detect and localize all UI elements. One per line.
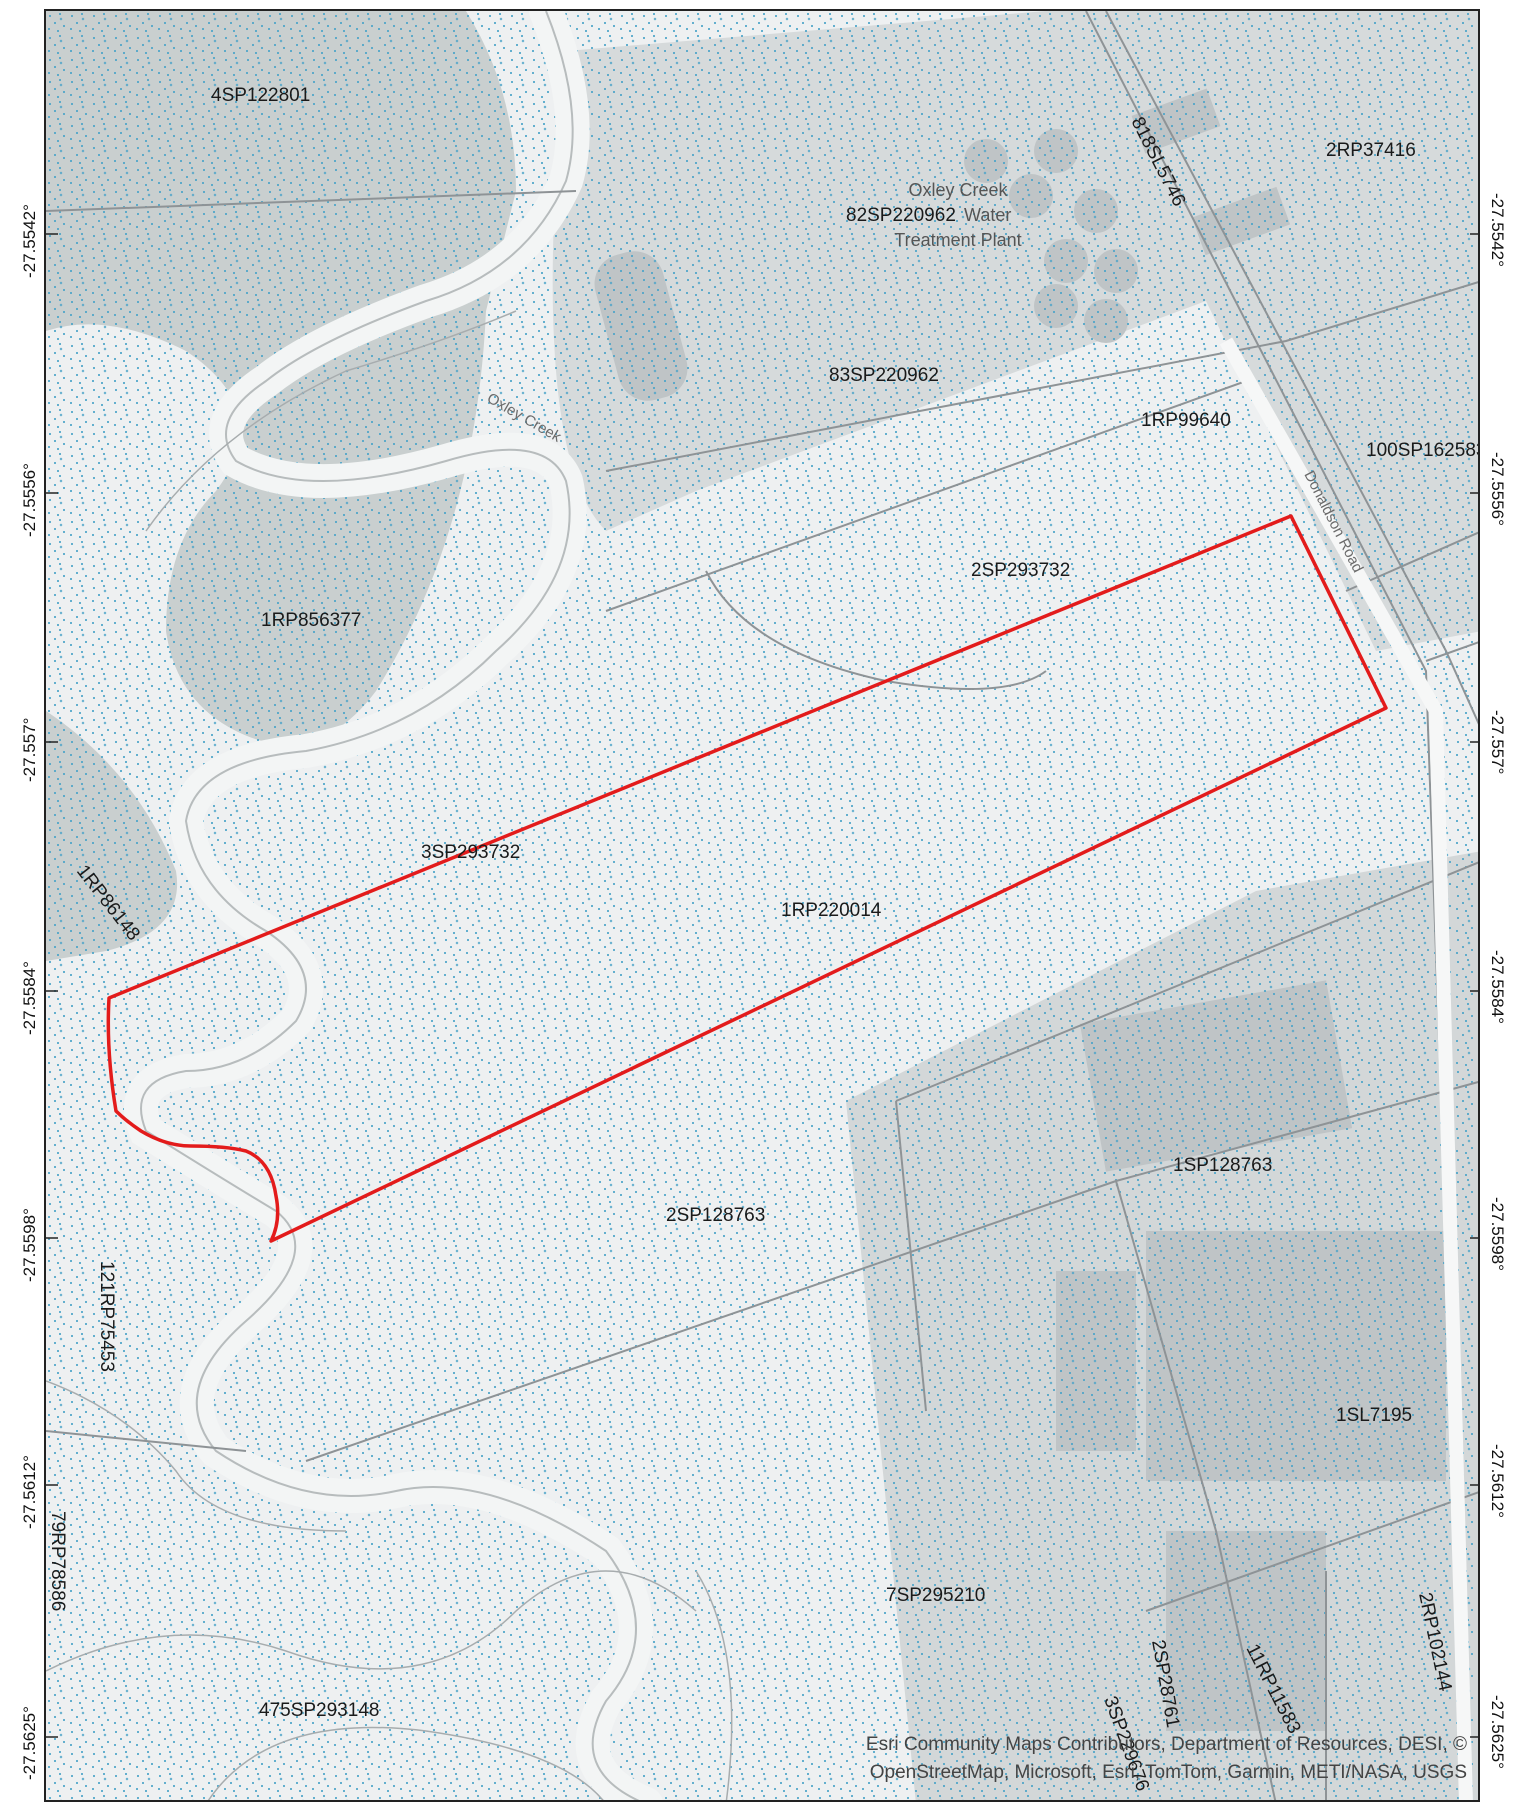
- lot-label: 79RP78586: [47, 1511, 68, 1611]
- lot-label: 3SP293732: [421, 842, 520, 863]
- feature-label-treatment-plant: Treatment Plant: [894, 230, 1021, 250]
- latitude-label-left: -27.5542°: [20, 204, 39, 278]
- latitude-label-left: -27.5625°: [20, 1706, 39, 1780]
- oxley-creek-centerline: [140, 11, 640, 1800]
- latitude-label-right: -27.5584°: [1488, 950, 1507, 1024]
- lot-label: 2SP293732: [971, 560, 1070, 581]
- lot-label: 1SL7195: [1336, 1405, 1412, 1426]
- lot-label: 1SP128763: [1173, 1155, 1272, 1176]
- lot-label: 82SP220962: [846, 205, 956, 226]
- attribution-line-1: Esri Community Maps Contributors, Depart…: [865, 1734, 1467, 1755]
- lot-label: 4SP122801: [211, 85, 310, 106]
- lot-label: 1RP220014: [781, 900, 882, 921]
- latitude-label-right: -27.5598°: [1488, 1197, 1507, 1271]
- latitude-label-right: -27.5542°: [1488, 193, 1507, 267]
- lot-label: 7SP295210: [886, 1585, 985, 1606]
- subject-site-boundary: [106, 514, 1388, 1243]
- grid-ticks: [46, 233, 1478, 1738]
- lot-label: 1RP99640: [1141, 410, 1231, 431]
- latitude-label-left: -27.5584°: [20, 961, 39, 1035]
- lot-label: 83SP220962: [829, 365, 939, 386]
- latitude-label-left: -27.5556°: [20, 463, 39, 537]
- attribution-line-2: OpenStreetMap, Microsoft, Esri, TomTom, …: [869, 1762, 1467, 1783]
- latitude-label-right: -27.5625°: [1488, 1695, 1507, 1769]
- lot-label: 2SP128763: [666, 1205, 765, 1226]
- latitude-label-right: -27.5612°: [1488, 1444, 1507, 1518]
- lot-label: 1RP856377: [261, 610, 361, 631]
- donaldson-road: [1219, 337, 1473, 1800]
- feature-label-water: Water: [964, 205, 1011, 225]
- map-attribution: Esri Community Maps Contributors, Depart…: [707, 1731, 1467, 1787]
- latitude-label-left: -27.5612°: [20, 1455, 39, 1529]
- lot-label: 100SP162583: [1366, 440, 1480, 461]
- latitude-label-right: -27.557°: [1488, 710, 1507, 775]
- lot-label: 2RP37416: [1326, 140, 1416, 161]
- feature-label-oxley-creek: Oxley Creek: [908, 180, 1008, 200]
- contour-lines: [46, 310, 733, 1800]
- vegetation-dot-pattern: [46, 11, 1478, 1800]
- latitude-label-left: -27.557°: [20, 717, 39, 782]
- lot-label: 121RP75453: [96, 1261, 117, 1372]
- latitude-label-left: -27.5598°: [20, 1208, 39, 1282]
- map-frame[interactable]: Oxley Creek Water Treatment Plant Donald…: [44, 9, 1480, 1802]
- latitude-label-right: -27.5556°: [1488, 452, 1507, 526]
- lot-label: 475SP293148: [259, 1700, 379, 1721]
- map-canvas[interactable]: Oxley Creek Water Treatment Plant Donald…: [46, 11, 1480, 1802]
